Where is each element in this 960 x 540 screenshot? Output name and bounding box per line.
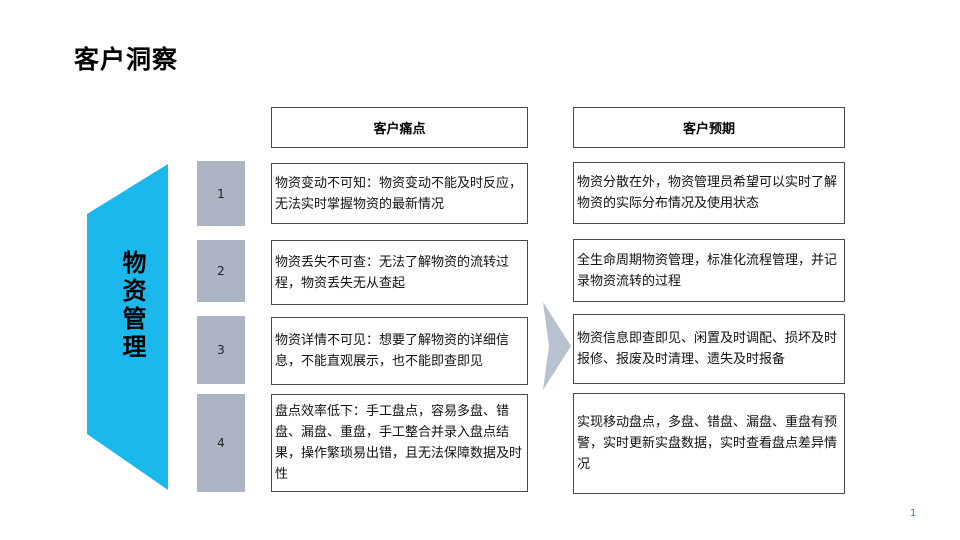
row-number-2: 2 — [197, 240, 245, 302]
expectation-2: 全生命周期物资管理，标准化流程管理，并记录物资流转的过程 — [573, 239, 845, 302]
pain-point-3: 物资详情不可见：想要了解物资的详细信息，不能直观展示，也不能即查即见 — [271, 317, 528, 385]
row-number-4: 4 — [197, 394, 245, 492]
page-title: 客户洞察 — [74, 45, 179, 74]
chevron-right-icon — [543, 302, 571, 390]
header-pain-points: 客户痛点 — [271, 107, 528, 148]
expectation-3: 物资信息即查即见、闲置及时调配、损坏及时报修、报废及时清理、遗失及时报备 — [573, 314, 845, 384]
row-number-1: 1 — [197, 161, 245, 226]
pain-point-2: 物资丢失不可查：无法了解物资的流转过程，物资丢失无从查起 — [271, 240, 528, 305]
page-number: 1 — [910, 508, 917, 519]
expectation-1: 物资分散在外，物资管理员希望可以实时了解物资的实际分布情况及使用状态 — [573, 162, 845, 224]
header-expectations: 客户预期 — [573, 107, 845, 148]
pain-point-4: 盘点效率低下：手工盘点，容易多盘、错盘、漏盘、重盘，手工整合并录入盘点结果，操作… — [271, 394, 528, 492]
row-number-3: 3 — [197, 316, 245, 384]
pain-point-1: 物资变动不可知：物资变动不能及时反应，无法实时掌握物资的最新情况 — [271, 163, 528, 224]
side-label: 物资管理 — [118, 250, 146, 362]
expectation-4: 实现移动盘点，多盘、错盘、漏盘、重盘有预警，实时更新实盘数据，实时查看盘点差异情… — [573, 393, 845, 494]
side-banner-shape — [87, 164, 168, 490]
